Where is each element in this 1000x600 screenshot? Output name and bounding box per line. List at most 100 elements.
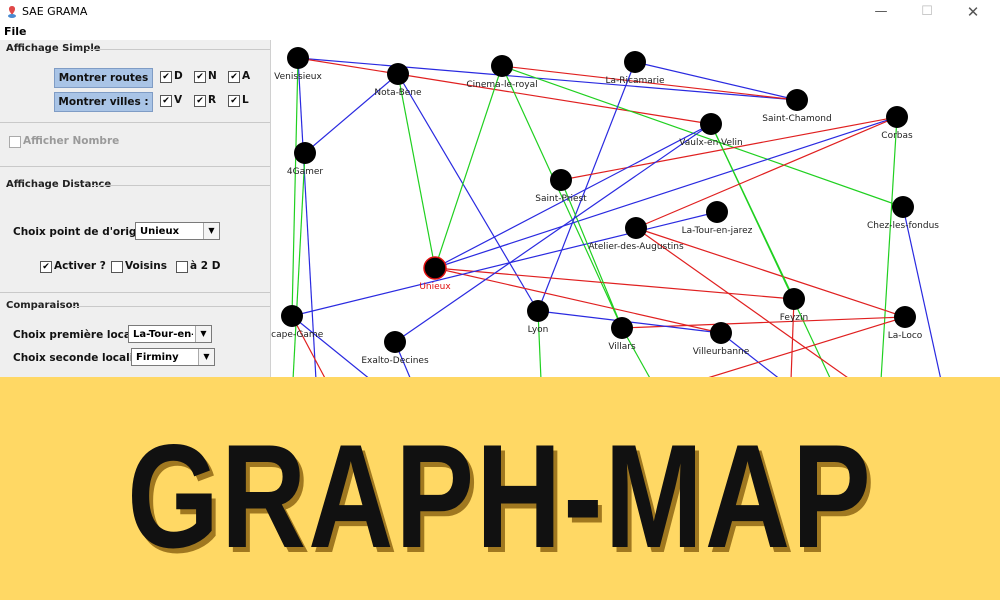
graph-edge-offscreen [700, 316, 906, 380]
graph-node-label: Lyon [528, 325, 549, 335]
graph-edge-offscreen [537, 310, 542, 380]
graph-node[interactable] [886, 106, 908, 128]
graph-edge [291, 57, 299, 317]
city-check-l-label: L [242, 94, 249, 106]
show-roads-button[interactable]: Montrer routes : [54, 68, 153, 102]
graph-node[interactable] [710, 322, 732, 344]
second-locality-select[interactable]: Firminy ▼ [131, 348, 215, 366]
graph-node-label: Corbas [881, 131, 913, 141]
divider [72, 306, 270, 307]
graph-node-label: Saint-Priest [535, 194, 587, 204]
graph-edge-offscreen [291, 315, 372, 380]
graph-node[interactable] [706, 201, 728, 223]
graph-node[interactable] [783, 288, 805, 310]
graph-edge [501, 65, 798, 101]
banner-title: GRAPH-MAP [127, 414, 873, 580]
menu-bar: File [0, 24, 1000, 40]
graph-edge [434, 267, 795, 300]
graph-node-label: Exalto-Decines [361, 356, 429, 366]
banner: GRAPH-MAP [0, 377, 1000, 600]
two-d-checkbox[interactable] [176, 261, 188, 273]
graph-edge [710, 123, 795, 300]
graph-edge-offscreen [720, 332, 782, 380]
graph-edge [394, 123, 712, 343]
graph-node[interactable] [384, 331, 406, 353]
divider [92, 185, 270, 186]
graph-edge [397, 73, 539, 312]
show-number-label: Afficher Nombre [23, 135, 120, 147]
graph-node[interactable] [550, 169, 572, 191]
graph-node[interactable] [786, 89, 808, 111]
graph-node[interactable] [387, 63, 409, 85]
divider [0, 122, 270, 123]
maximize-button[interactable]: ☐ [921, 4, 933, 19]
graph-edge [635, 227, 906, 318]
graph-node[interactable] [294, 142, 316, 164]
road-check-d[interactable]: ✔ [160, 71, 172, 83]
chevron-down-icon: ▼ [195, 326, 211, 342]
graph-node[interactable] [491, 55, 513, 77]
divider [0, 166, 270, 167]
title-bar: SAE GRAMA — ☐ ✕ [0, 0, 1000, 24]
activate-checkbox[interactable]: ✔ [40, 261, 52, 273]
graph-node[interactable] [423, 256, 447, 280]
first-locality-select[interactable]: La-Tour-en-j... ▼ [128, 325, 212, 343]
origin-select[interactable]: Unieux ▼ [135, 222, 220, 240]
city-check-l[interactable]: ✔ [228, 95, 240, 107]
neighbors-label: Voisins [125, 260, 167, 272]
road-check-a[interactable]: ✔ [228, 71, 240, 83]
city-check-r-label: R [208, 94, 217, 106]
graph-edge [501, 65, 623, 329]
show-cities-button[interactable]: Montrer villes : [54, 92, 153, 112]
neighbors-checkbox[interactable] [111, 261, 123, 273]
graph-node-label: Saint-Chamond [762, 114, 831, 124]
first-locality-label: Choix première localité : [13, 329, 159, 341]
show-number-checkbox[interactable] [9, 136, 21, 148]
minimize-button[interactable]: — [874, 4, 888, 19]
divider [86, 49, 270, 50]
chevron-down-icon: ▼ [203, 223, 219, 239]
road-check-n[interactable]: ✔ [194, 71, 206, 83]
graph-node-label: Chez-les-fondus [867, 221, 939, 231]
graph-node[interactable] [611, 317, 633, 339]
graph-node[interactable] [527, 300, 549, 322]
graph-edge [297, 57, 399, 75]
graph-edge-offscreen [635, 227, 852, 380]
first-locality-value: La-Tour-en-j... [133, 329, 193, 340]
graph-node-label: La-Loco [888, 331, 923, 341]
graph-edge-offscreen [880, 116, 898, 380]
graph-node[interactable] [894, 306, 916, 328]
two-d-label: à 2 D [190, 260, 221, 272]
graph-edge [634, 61, 798, 101]
menu-file[interactable]: File [4, 25, 27, 38]
control-panel: Affichage Simple Montrer routes : ✔ D ✔ … [0, 40, 271, 380]
graph-node-label: Villeurbanne [693, 347, 750, 357]
graph-edge-offscreen [902, 206, 942, 380]
graph-node-label: La-Tour-en-jarez [682, 226, 753, 236]
graph-node[interactable] [281, 305, 303, 327]
close-button[interactable]: ✕ [966, 3, 980, 21]
section-title-simple: Affichage Simple [6, 43, 101, 54]
graph-node-label: Atelier-des-Augustins [588, 242, 684, 252]
road-check-a-label: A [242, 70, 251, 82]
graph-node-label: Escape-Game [271, 330, 324, 340]
graph-node-label: 4Gamer [287, 167, 324, 177]
graph-node[interactable] [624, 51, 646, 73]
graph-node[interactable] [287, 47, 309, 69]
graph-edge [635, 116, 898, 229]
graph-edge [560, 116, 898, 181]
graph-edge-offscreen [790, 298, 795, 380]
graph-edge-offscreen [291, 315, 327, 380]
graph-edge [434, 116, 898, 269]
city-check-v[interactable]: ✔ [160, 95, 172, 107]
city-check-r[interactable]: ✔ [194, 95, 206, 107]
graph-edge [434, 65, 503, 269]
graph-node[interactable] [892, 196, 914, 218]
graph-node[interactable] [700, 113, 722, 135]
graph-edge [297, 57, 798, 101]
graph-node-label: Vaulx-en-Velin [679, 138, 742, 148]
graph-node[interactable] [625, 217, 647, 239]
window-title: SAE GRAMA [22, 5, 88, 18]
